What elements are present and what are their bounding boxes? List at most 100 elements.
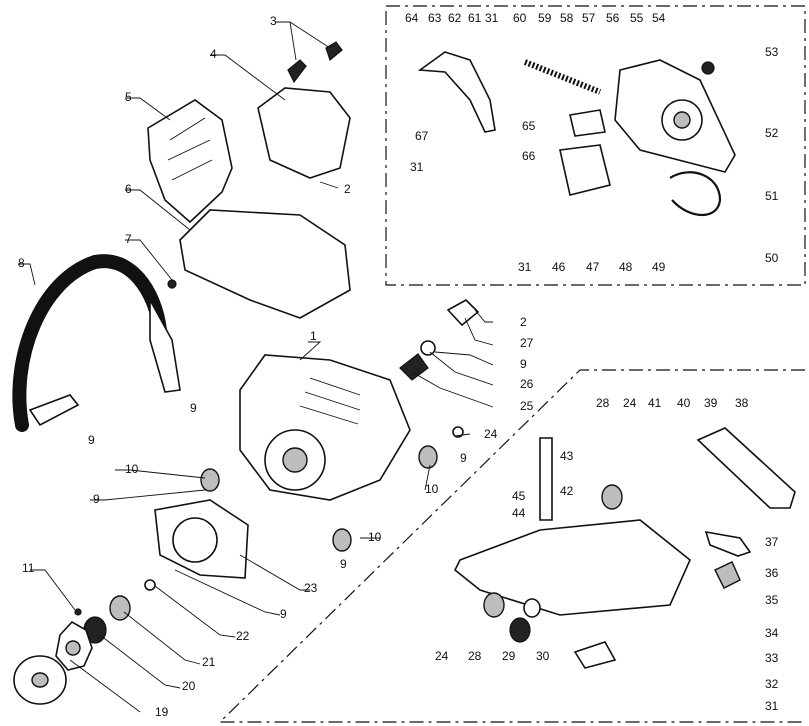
part-3-clip-a [287,59,307,84]
label-49: 49 [652,260,666,274]
label-21: 21 [202,655,216,669]
label-31: 31 [410,160,424,174]
label-1: 1 [310,329,317,343]
part-27-fuel-cap [446,299,480,327]
label-27: 27 [520,336,534,350]
part-66-plate [559,144,611,196]
label-62: 62 [448,11,462,25]
part-10-damper-b [418,445,438,469]
part-1-engine [239,354,411,501]
label-28: 28 [596,396,610,410]
label-26: 26 [520,377,534,391]
label-10: 10 [368,530,382,544]
label-37: 37 [765,535,779,549]
label-9: 9 [93,492,100,506]
label-51: 51 [765,189,779,203]
label-11: 11 [22,561,35,575]
part-32-oil-line [573,641,617,669]
part-37-lever [704,530,752,557]
label-33: 33 [765,651,779,665]
label-61: 61 [468,11,482,25]
part-5-hand-guard [147,99,233,224]
label-35: 35 [765,593,779,607]
part-67-brake-lever [417,51,496,133]
part-38-bar-plate [696,427,796,509]
part-58-spring [523,59,602,95]
part-22-washer [144,579,156,591]
part-6-top-housing [179,209,351,319]
label-24: 24 [484,427,498,441]
label-42: 42 [560,484,574,498]
label-2: 2 [344,182,351,196]
label-6: 6 [125,182,132,196]
label-30: 30 [536,649,550,663]
label-2: 2 [520,315,527,329]
label-59: 59 [538,11,552,25]
label-48: 48 [619,260,633,274]
label-31: 31 [765,699,779,713]
label-29: 29 [502,649,516,663]
chain-brake-inset-border [385,5,806,286]
label-9: 9 [340,557,347,571]
label-3: 3 [270,14,277,28]
label-9: 9 [190,401,197,415]
label-28: 28 [468,649,482,663]
label-7: 7 [125,232,132,246]
part-11-clutch-disc [74,608,82,616]
label-32: 32 [765,677,779,691]
label-4: 4 [210,47,217,61]
label-20: 20 [182,679,196,693]
oil-pump-inset-border [218,369,805,723]
label-22: 22 [236,629,250,643]
leader-lines [18,21,494,713]
label-9: 9 [88,433,95,447]
label-63: 63 [428,11,442,25]
part-10-damper-a [200,468,220,492]
label-5: 5 [125,90,132,104]
label-60: 60 [513,11,527,25]
part-4-cylinder-cover [257,87,351,179]
label-54: 54 [652,11,666,25]
label-44: 44 [512,506,526,520]
part-24-nut [452,426,464,438]
label-57: 57 [582,11,596,25]
label-58: 58 [560,11,574,25]
label-10: 10 [125,462,139,476]
part-labels: 1 2 2 3 4 5 6 7 8 9 9 9 9 9 9 9 10 10 10… [18,11,779,719]
part-7-screw [167,279,177,289]
part-25-filter-cone [399,353,429,381]
label-9: 9 [280,607,287,621]
label-9: 9 [520,357,527,371]
label-24: 24 [435,649,449,663]
label-67: 67 [415,129,429,143]
label-8: 8 [18,256,25,270]
part-36-knob [714,561,741,589]
label-34: 34 [765,626,779,640]
label-56: 56 [606,11,620,25]
part-26-o-ring [420,340,436,356]
label-41: 41 [648,396,662,410]
label-36: 36 [765,566,779,580]
part-28-worm-gear [601,484,623,510]
label-40: 40 [677,396,691,410]
label-53: 53 [765,45,779,59]
label-10: 10 [425,482,439,496]
part-8-front-handle [12,254,177,432]
part-53-nut [701,61,715,75]
label-55: 55 [630,11,644,25]
label-47: 47 [586,260,600,274]
label-46: 46 [552,260,566,274]
part-3-clip-b [325,41,343,62]
label-31: 31 [485,11,499,25]
label-39: 39 [704,396,718,410]
part-43-shaft [539,437,553,521]
label-25: 25 [520,399,534,413]
label-43: 43 [560,449,574,463]
part-10-damper-c [332,528,352,552]
label-19: 19 [155,705,169,719]
part-65-brake-block [569,109,606,137]
part-34-crankcase [453,519,691,616]
part-30-cap [523,598,541,618]
label-52: 52 [765,126,779,140]
